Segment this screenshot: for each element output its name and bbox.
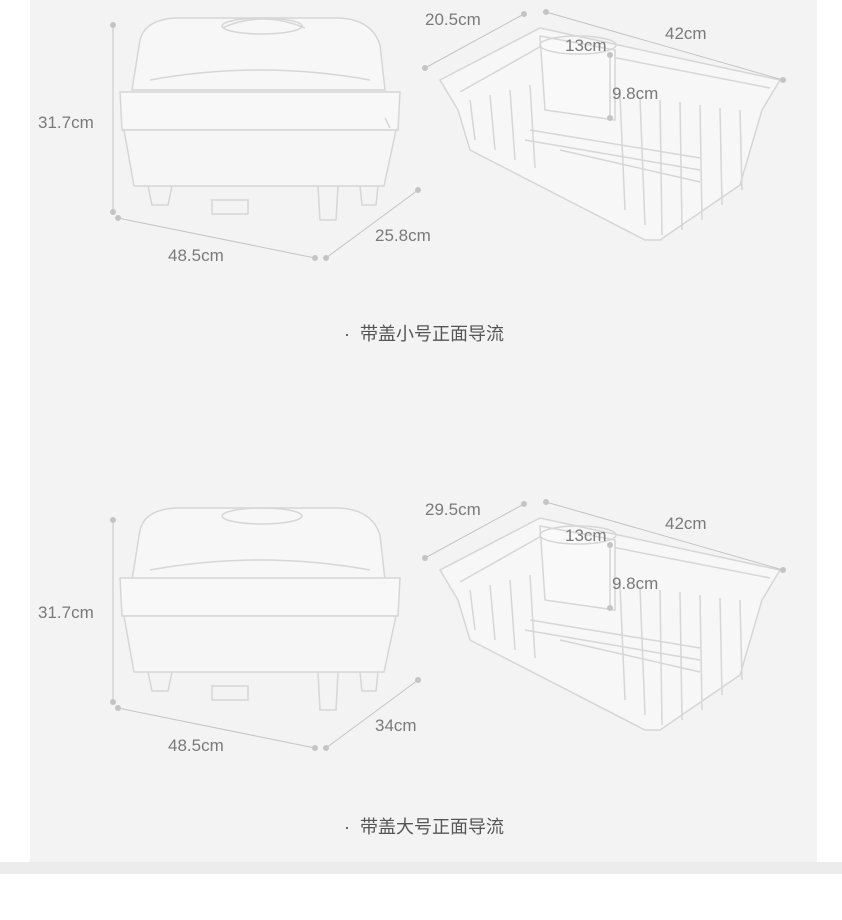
drain-basket-illustration xyxy=(438,27,782,241)
box-depth-label: 25.8cm xyxy=(375,226,431,245)
holder-width-label: 13cm xyxy=(565,526,607,545)
basket-length-label: 42cm xyxy=(665,24,707,43)
drain-basket-illustration xyxy=(438,517,782,731)
section-large: 31.7cm 48.5cm 34cm 29.5cm 42cm 13cm 9.8c… xyxy=(0,490,842,920)
box-dimension-lines xyxy=(110,517,421,751)
dish-box-illustration xyxy=(119,17,401,221)
product-dimension-page: 31.7cm 48.5cm 25.8cm 20.5cm 42cm 13cm 9.… xyxy=(0,0,842,874)
basket-dimension-lines xyxy=(422,499,786,611)
holder-height-label: 9.8cm xyxy=(612,574,659,593)
product-drawing-small xyxy=(110,9,786,261)
box-width-label: 48.5cm xyxy=(168,736,224,755)
product-drawing-large xyxy=(110,499,786,751)
bullet-dot: · xyxy=(344,324,350,344)
bullet-dot: · xyxy=(344,817,350,837)
caption-text: 带盖大号正面导流 xyxy=(360,817,504,837)
basket-depth-label: 20.5cm xyxy=(425,10,481,29)
box-dimension-lines xyxy=(110,22,421,261)
basket-dimension-lines xyxy=(422,9,786,121)
box-height-label: 31.7cm xyxy=(38,603,94,622)
caption-large: · 带盖大号正面导流 xyxy=(344,816,504,838)
holder-width-label: 13cm xyxy=(565,36,607,55)
caption-small: · 带盖小号正面导流 xyxy=(344,323,504,345)
bottom-divider xyxy=(0,862,842,874)
caption-text: 带盖小号正面导流 xyxy=(360,324,504,344)
holder-height-label: 9.8cm xyxy=(612,84,659,103)
box-height-label: 31.7cm xyxy=(38,113,94,132)
box-width-label: 48.5cm xyxy=(168,246,224,265)
basket-depth-label: 29.5cm xyxy=(425,500,481,519)
dish-box-illustration xyxy=(119,507,401,711)
box-depth-label: 34cm xyxy=(375,716,417,735)
section-small: 31.7cm 48.5cm 25.8cm 20.5cm 42cm 13cm 9.… xyxy=(0,0,842,430)
basket-length-label: 42cm xyxy=(665,514,707,533)
